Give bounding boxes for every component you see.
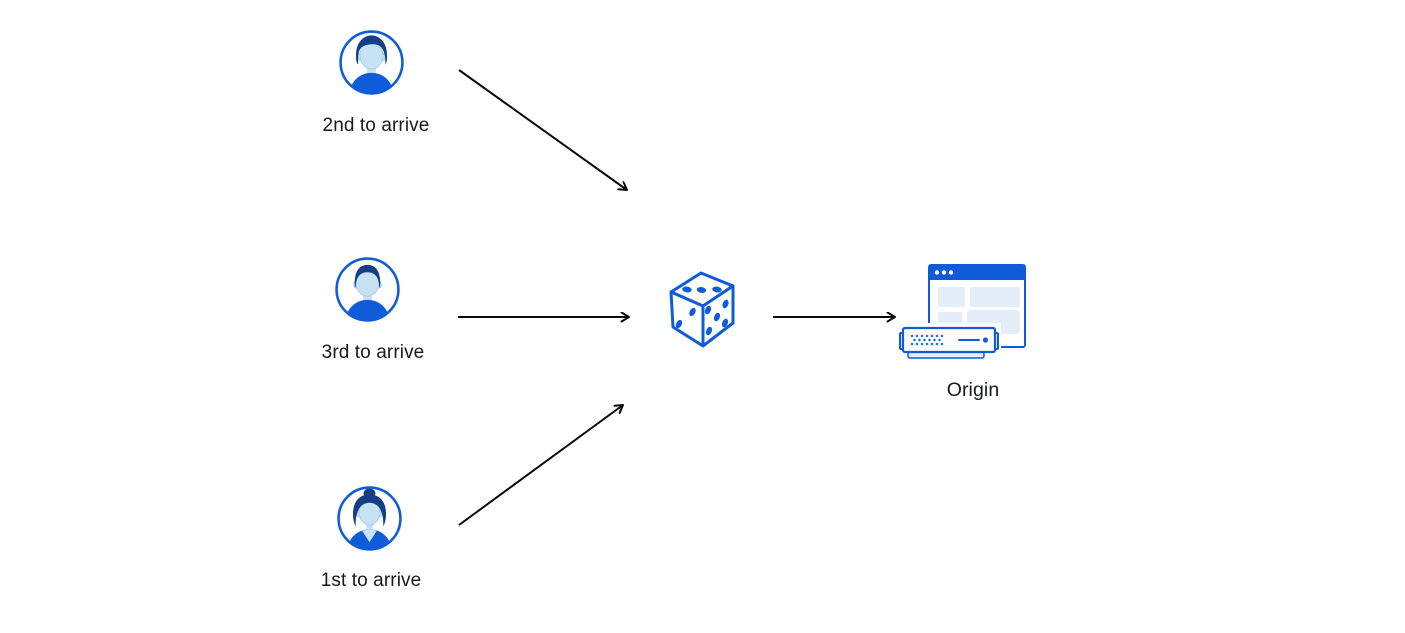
dice-icon — [669, 271, 735, 348]
arrow-first-to-dice — [458, 405, 623, 526]
third-visitor-label: 3rd to arrive — [321, 342, 425, 363]
woman-avatar-icon — [337, 486, 402, 551]
node-third-visitor — [335, 257, 400, 322]
second-visitor-label: 2nd to arrive — [322, 115, 430, 136]
man-avatar-icon — [335, 257, 400, 322]
arrow-second-to-dice — [458, 69, 627, 190]
origin-label: Origin — [946, 379, 1000, 401]
man-avatar-icon — [339, 30, 404, 95]
node-second-visitor — [339, 30, 404, 95]
node-first-visitor — [337, 486, 402, 551]
first-visitor-label: 1st to arrive — [320, 570, 422, 591]
origin-server-icon — [897, 264, 1026, 359]
server-icon — [897, 323, 1001, 359]
node-origin-server — [896, 262, 1028, 364]
node-randomizer — [668, 271, 738, 349]
